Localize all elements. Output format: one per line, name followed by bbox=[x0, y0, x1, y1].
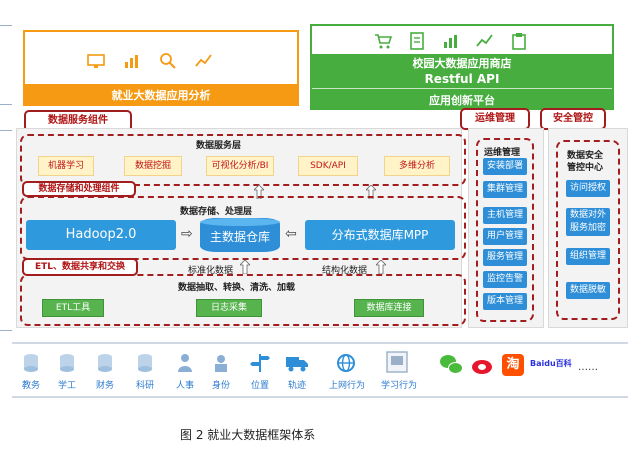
ops-panel-title: 运维管理 bbox=[484, 148, 521, 158]
source-label: 上网行为 bbox=[328, 381, 365, 391]
sources-bar bbox=[12, 342, 628, 398]
screen-icon bbox=[386, 351, 408, 373]
taobao-icon: 淘 bbox=[502, 354, 524, 376]
database-icon bbox=[60, 354, 74, 372]
app-store-title: 校园大数据应用商店 bbox=[412, 57, 512, 70]
bar-chart-icon bbox=[444, 35, 457, 48]
up-arrow-icon bbox=[376, 260, 386, 274]
side-line bbox=[0, 130, 12, 131]
id-card-icon bbox=[215, 355, 227, 372]
wechat-icon bbox=[440, 355, 464, 377]
security-region bbox=[556, 140, 620, 320]
storage-layer-title: 数据存储、处理层 bbox=[180, 207, 253, 217]
etl-layer-region bbox=[20, 274, 466, 326]
ellipsis-label: …… bbox=[578, 362, 598, 373]
up-arrow-icon bbox=[254, 185, 264, 199]
up-arrow-icon bbox=[240, 260, 250, 274]
service-item-ml: 机器学习 bbox=[38, 156, 94, 176]
master-warehouse-label: 主数据仓库 bbox=[209, 230, 270, 244]
database-icon bbox=[24, 354, 38, 372]
innovation-platform-label: 应用创新平台 bbox=[429, 94, 495, 107]
service-item-olap: 多维分析 bbox=[384, 156, 450, 176]
security-title-line2: 管控中心 bbox=[567, 163, 604, 173]
ops-item-service: 服务管理 bbox=[483, 249, 527, 266]
app-analysis-box: 就业大数据应用分析 bbox=[23, 30, 299, 106]
clipboard-icon bbox=[512, 33, 526, 50]
source-label: 财务 bbox=[95, 381, 114, 391]
security-item-mask: 数据脱敏 bbox=[566, 282, 610, 299]
figure-caption: 图 2 就业大数据框架体系 bbox=[180, 428, 316, 442]
etl-item-tool: ETL工具 bbox=[42, 299, 104, 317]
search-icon bbox=[160, 53, 176, 69]
ops-item-monitor: 监控告警 bbox=[483, 271, 527, 288]
ops-region bbox=[476, 138, 534, 322]
trend-icon bbox=[476, 34, 493, 47]
security-item-auth: 访问授权 bbox=[566, 180, 610, 197]
app-store-box: 校园大数据应用商店 Restful API 应用创新平台 bbox=[310, 24, 614, 110]
database-icon bbox=[138, 354, 152, 372]
master-warehouse-box: 主数据仓库 bbox=[200, 218, 280, 252]
restful-api-label: Restful API bbox=[424, 72, 500, 86]
ops-mgmt-label: 运维管理 bbox=[460, 108, 530, 130]
weibo-icon bbox=[470, 355, 494, 377]
truck-icon bbox=[286, 357, 308, 372]
ops-item-user: 用户管理 bbox=[483, 228, 527, 245]
mpp-box: 分布式数据库MPP bbox=[305, 220, 455, 250]
ops-item-install: 安装部署 bbox=[483, 158, 527, 175]
globe-icon bbox=[337, 354, 355, 372]
ops-item-cluster: 集群管理 bbox=[483, 181, 527, 198]
etl-item-log: 日志采集 bbox=[196, 299, 262, 317]
baidu-baike-logo: Baidu百科 bbox=[530, 359, 572, 368]
arrow-left-icon: ⇦ bbox=[285, 226, 297, 242]
trend-icon bbox=[195, 54, 212, 67]
service-item-bi: 可视化分析/BI bbox=[206, 156, 274, 176]
service-item-sdk: SDK/API bbox=[298, 156, 358, 176]
bar-chart-icon bbox=[125, 55, 138, 68]
hadoop-box: Hadoop2.0 bbox=[26, 220, 176, 250]
signpost-icon bbox=[250, 354, 270, 372]
app-analysis-title: 就业大数据应用分析 bbox=[111, 89, 211, 102]
side-line bbox=[0, 25, 12, 26]
source-label: 学习行为 bbox=[380, 381, 417, 391]
service-item-mining: 数据挖掘 bbox=[124, 156, 182, 176]
up-arrow-icon bbox=[366, 185, 376, 199]
source-label: 位置 bbox=[250, 381, 269, 391]
side-line bbox=[0, 104, 12, 105]
source-label: 教务 bbox=[21, 381, 40, 391]
storage-component-label: 数据存储和处理组件 bbox=[22, 181, 136, 197]
source-label: 学工 bbox=[57, 381, 76, 391]
etl-layer-title: 数据抽取、转换、清洗、加载 bbox=[178, 283, 296, 293]
service-layer-title: 数据服务层 bbox=[196, 141, 242, 151]
document-icon bbox=[410, 32, 424, 50]
security-item-org: 组织管理 bbox=[566, 248, 610, 265]
security-ctrl-label: 安全管控 bbox=[540, 108, 606, 130]
std-data-label: 标准化数据 bbox=[188, 266, 234, 276]
cart-icon bbox=[375, 34, 392, 49]
database-icon bbox=[98, 354, 112, 372]
storage-layer-region bbox=[20, 196, 466, 260]
security-title-line1: 数据安全 bbox=[567, 151, 604, 161]
security-item-encrypt: 数据对外 服务加密 bbox=[566, 208, 610, 236]
ops-item-version: 版本管理 bbox=[483, 293, 527, 310]
etl-item-db: 数据库连接 bbox=[354, 299, 424, 317]
struct-data-label: 结构化数据 bbox=[322, 266, 368, 276]
side-line bbox=[0, 330, 12, 331]
source-label: 科研 bbox=[135, 381, 154, 391]
person-icon bbox=[178, 354, 192, 372]
source-label: 身份 bbox=[211, 381, 230, 391]
source-label: 轨迹 bbox=[287, 381, 306, 391]
arrow-right-icon: ⇨ bbox=[181, 226, 193, 242]
service-layer-region bbox=[20, 134, 466, 186]
ops-item-host: 主机管理 bbox=[483, 207, 527, 224]
source-label: 人事 bbox=[175, 381, 194, 391]
monitor-icon bbox=[87, 54, 105, 68]
